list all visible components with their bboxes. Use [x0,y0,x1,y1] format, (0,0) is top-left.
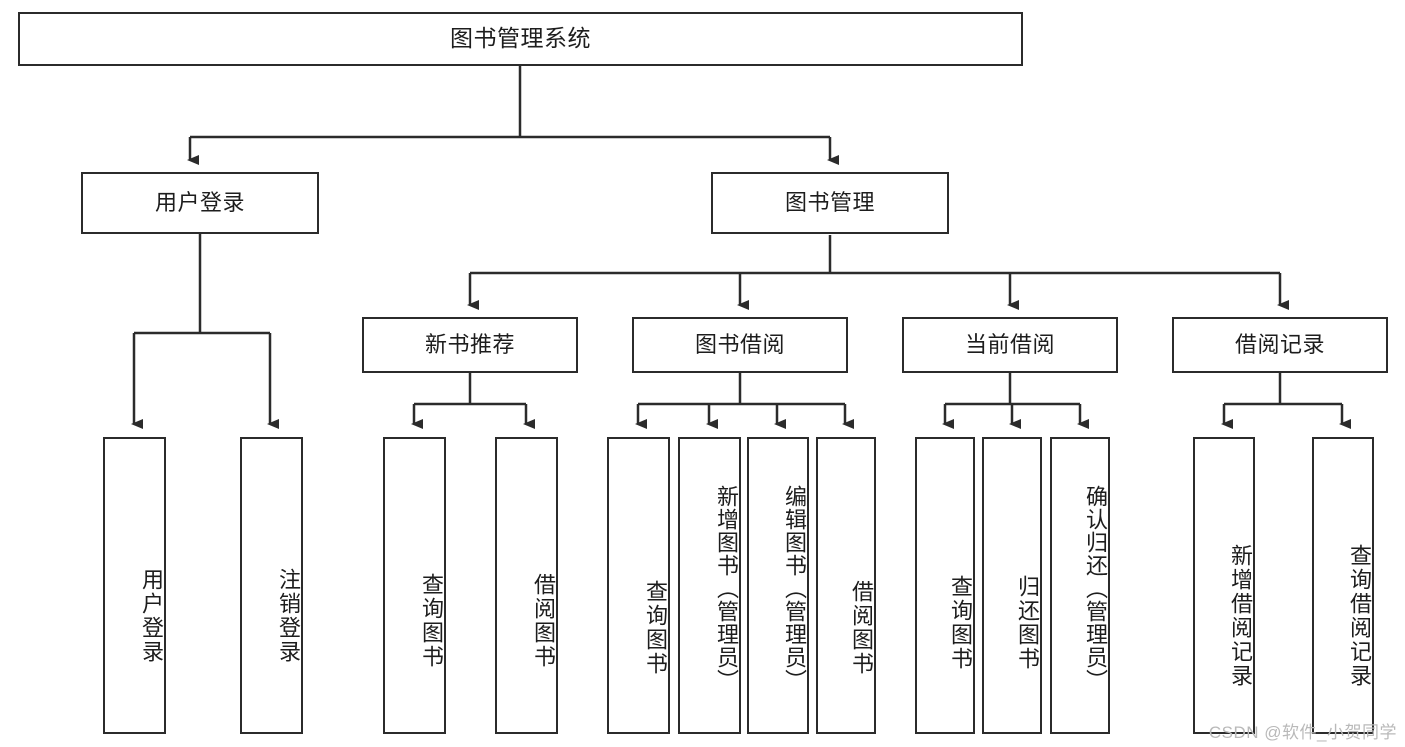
leaf-current-borrow-return[interactable]: 归还图书 [982,437,1042,734]
leaf-user-login-login[interactable]: 用户登录 [103,437,166,734]
node-root-system[interactable]: 图书管理系统 [18,12,1023,66]
node-book-management[interactable]: 图书管理 [711,172,949,234]
leaf-book-borrow-edit-admin[interactable]: 编辑图书（管理员） [747,437,809,734]
node-borrow-record[interactable]: 借阅记录 [1172,317,1388,373]
leaf-current-borrow-confirm-admin[interactable]: 确认归还（管理员） [1050,437,1110,734]
leaf-book-borrow-borrow[interactable]: 借阅图书 [816,437,876,734]
leaf-new-book-query[interactable]: 查询图书 [383,437,446,734]
leaf-current-borrow-query[interactable]: 查询图书 [915,437,975,734]
leaf-book-borrow-add-admin[interactable]: 新增图书（管理员） [678,437,741,734]
leaf-borrow-record-add[interactable]: 新增借阅记录 [1193,437,1255,734]
node-user-login[interactable]: 用户登录 [81,172,319,234]
csdn-watermark: CSDN @软件_小贺同学 [1208,723,1397,742]
leaf-book-borrow-query[interactable]: 查询图书 [607,437,670,734]
node-current-borrow[interactable]: 当前借阅 [902,317,1118,373]
node-new-book-recommend[interactable]: 新书推荐 [362,317,578,373]
leaf-borrow-record-query[interactable]: 查询借阅记录 [1312,437,1374,734]
node-book-borrow[interactable]: 图书借阅 [632,317,848,373]
leaf-new-book-borrow[interactable]: 借阅图书 [495,437,558,734]
leaf-user-login-logout[interactable]: 注销登录 [240,437,303,734]
